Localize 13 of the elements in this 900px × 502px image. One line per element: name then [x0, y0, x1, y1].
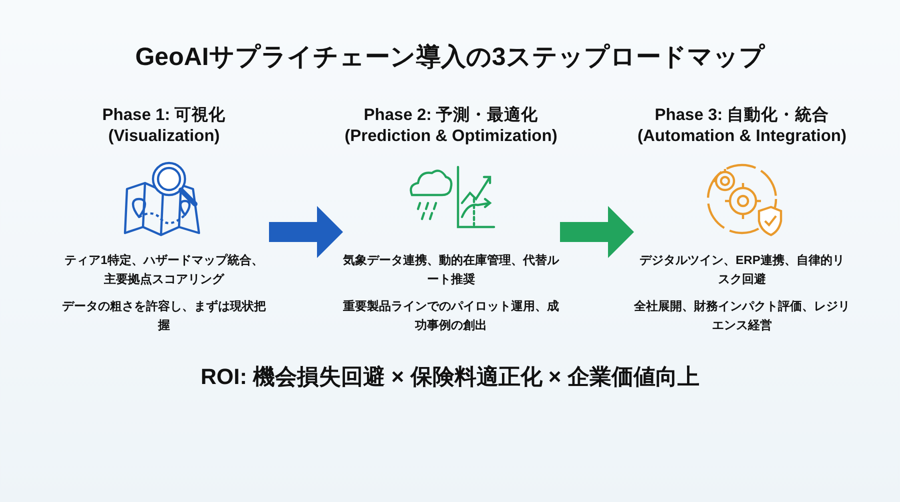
phase-heading: Phase 3: 自動化・統合 (Automation & Integration) [636, 105, 848, 147]
arrow [269, 206, 343, 258]
phase-description: データの粗さを許容し、まずは現状把握 [61, 298, 267, 334]
roi-statement: ROI: 機会損失回避 × 保険料適正化 × 企業価値向上 [200, 363, 700, 391]
phase-description: ティア1特定、ハザードマップ統合、主要拠点スコアリング [64, 252, 264, 288]
phase-description: デジタルツイン、ERP連携、自律的リスク回避 [638, 252, 846, 288]
phase-heading: Phase 2: 予測・最適化 (Prediction & Optimization) [344, 105, 558, 147]
phase-description: 全社展開、財務インパクト評価、レジリエンス経営 [634, 298, 850, 334]
phase-description: 重要製品ラインでのパイロット運用、成功事例の創出 [343, 298, 559, 334]
title: GeoAIサプライチェーン導入の3ステップロードマップ [134, 42, 766, 73]
phase-heading: Phase 1: 可視化 (Visualization) [101, 105, 227, 147]
phase-description: 気象データ連携、動的在庫管理、代替ルート推奨 [343, 252, 559, 288]
arrow [560, 206, 634, 258]
